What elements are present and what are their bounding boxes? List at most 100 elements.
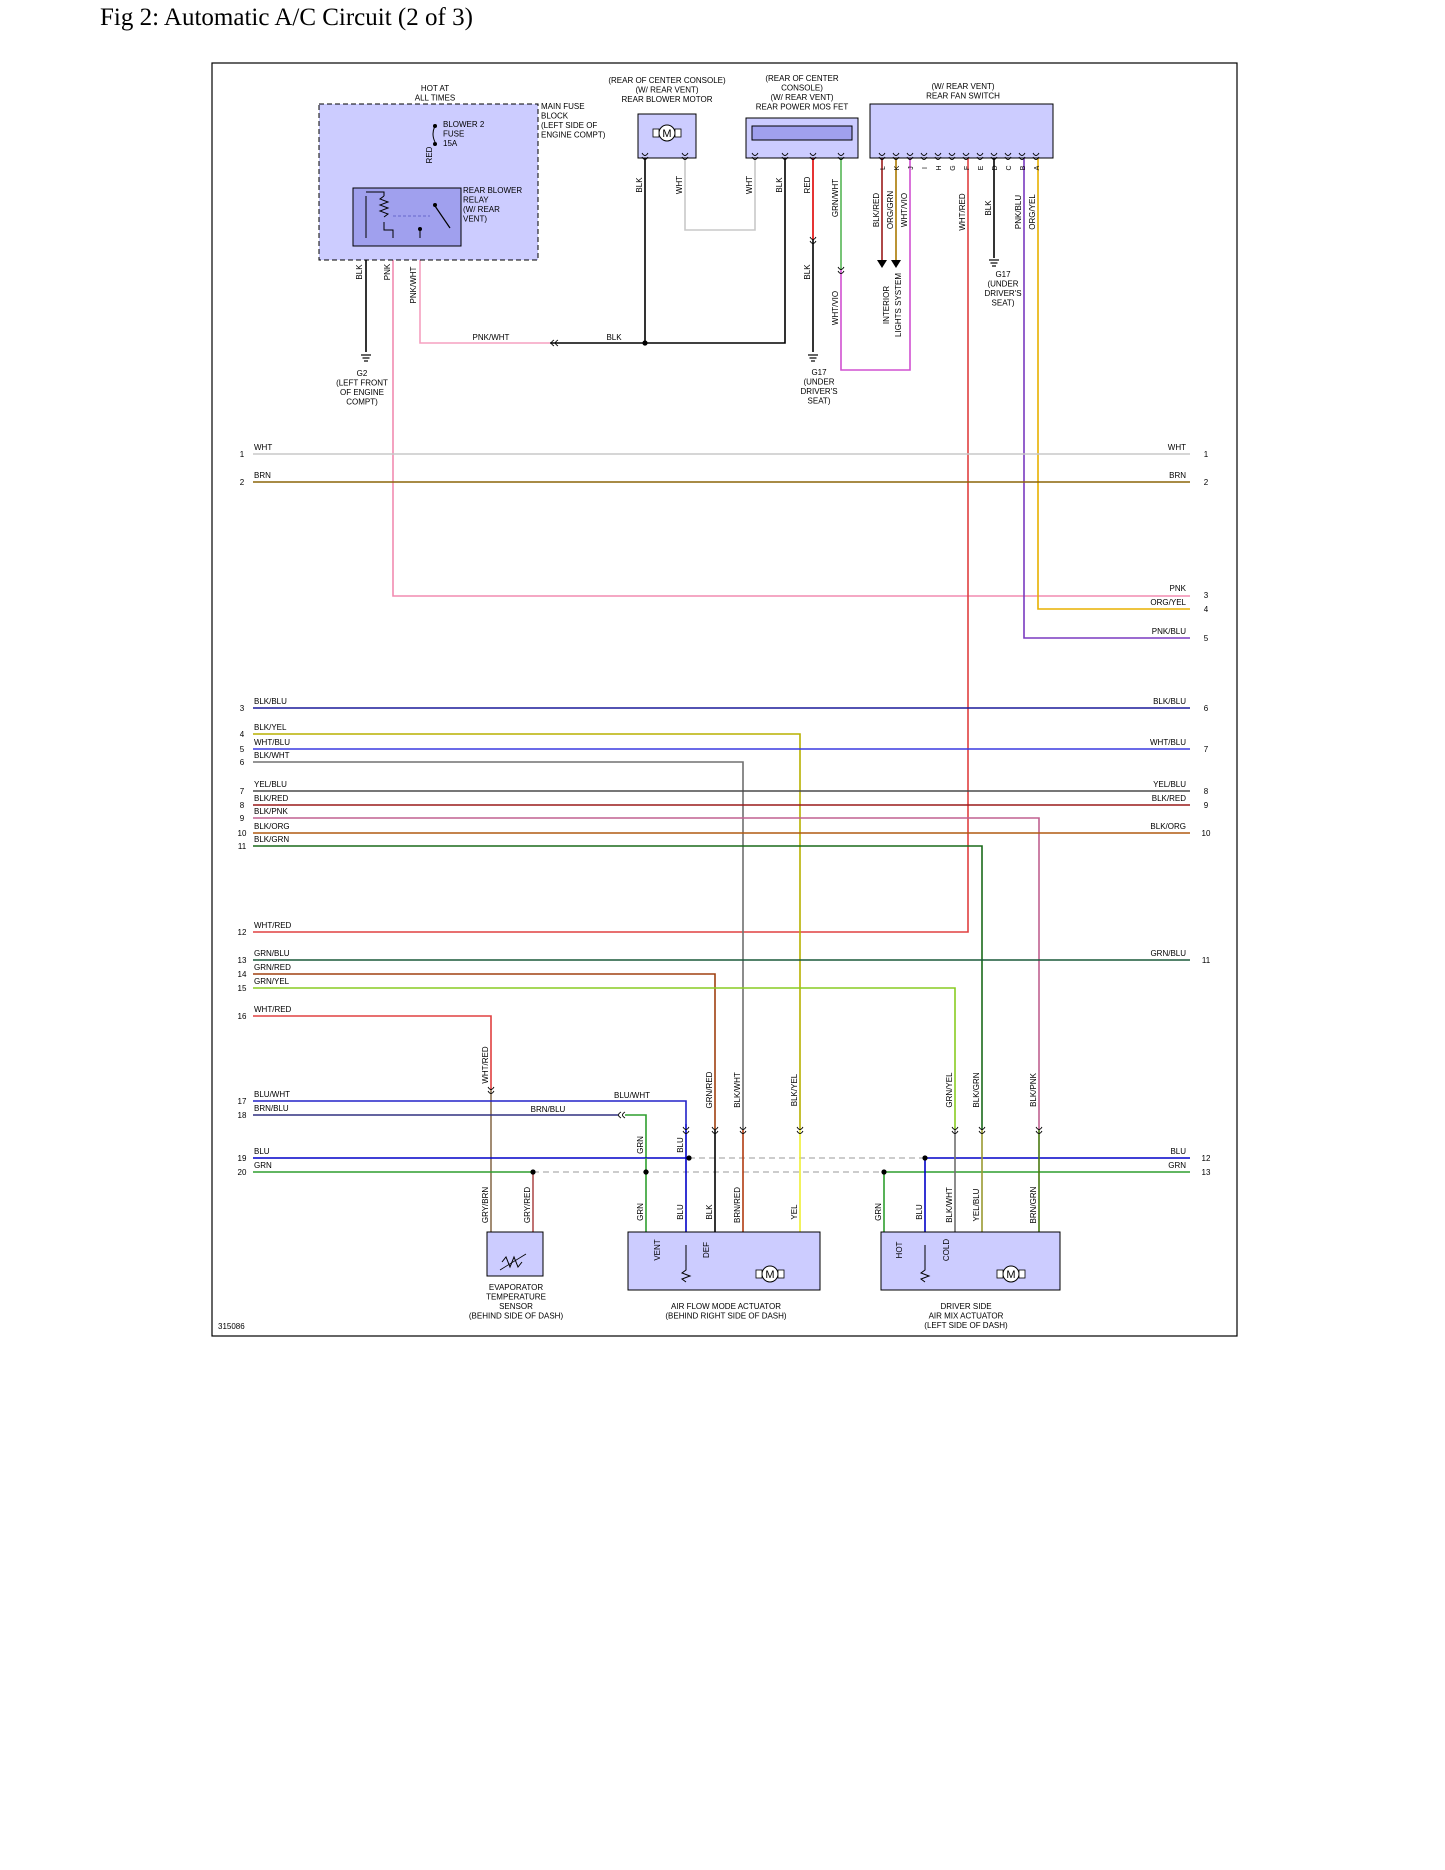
- thermistor-icon: [501, 1255, 523, 1269]
- wire-label: BLK: [705, 1204, 714, 1220]
- connector-icon: [751, 152, 759, 160]
- wire-label: PNK: [383, 263, 392, 280]
- wire-label: YEL/BLU: [972, 1188, 981, 1221]
- wire-label: GRN/YEL: [945, 1072, 954, 1108]
- shield-splice: [530, 1169, 536, 1175]
- right-row-number: 2: [1204, 478, 1209, 487]
- wire-label: WHT/VIO: [900, 193, 909, 227]
- left-row-number: 10: [238, 829, 247, 838]
- left-row-label: GRN/YEL: [254, 977, 290, 986]
- motor-brush-icon: [1018, 1269, 1026, 1279]
- right-row-label: BLU: [1170, 1147, 1186, 1156]
- blk-yel-wire: [253, 733, 801, 1130]
- shield-splice: [881, 1169, 887, 1175]
- wire-label: WHT/RED: [958, 193, 967, 231]
- left-row-number: 6: [240, 758, 245, 767]
- vent-label: VENT: [653, 1239, 662, 1260]
- right-row-number: 4: [1204, 605, 1209, 614]
- wire-label: GRN/RED: [705, 1071, 714, 1108]
- motor-brush-icon: [674, 128, 682, 138]
- wire-label: BLK: [984, 200, 993, 216]
- wire-label: GRY/BRN: [481, 1187, 490, 1224]
- blu-wht-wire: [253, 1100, 687, 1124]
- mos-fet-element: [751, 125, 853, 141]
- right-row-label: PNK: [1170, 584, 1187, 593]
- diagram-frame: [211, 62, 1238, 1337]
- wire-label: PNK/BLU: [1014, 195, 1023, 229]
- left-row-label: BLK/BLU: [254, 697, 287, 706]
- right-row-label: ORG/YEL: [1150, 598, 1186, 607]
- wire-label: BRN/BLU: [531, 1105, 566, 1114]
- left-row-label: BLK/RED: [254, 794, 288, 803]
- rear-fan-switch: [869, 103, 1054, 159]
- left-row-label: BRN: [254, 471, 271, 480]
- wire-label: WHT/RED: [481, 1046, 490, 1084]
- connector-icon: [1018, 152, 1026, 160]
- wire-label: PNK/WHT: [409, 266, 418, 303]
- connector-icon: [962, 152, 970, 160]
- connector-icon: [951, 1126, 959, 1134]
- switch-pin-label: F: [964, 166, 971, 170]
- left-row-label: BLK/ORG: [254, 822, 290, 831]
- wire-label: BLK/YEL: [790, 1073, 799, 1106]
- left-row-label: BRN/BLU: [254, 1104, 289, 1113]
- switch-pin-label: A: [1034, 165, 1041, 170]
- left-row-label: WHT/RED: [254, 921, 292, 930]
- page-title: Fig 2: Automatic A/C Circuit (2 of 3): [100, 4, 473, 31]
- connector-icon: [976, 152, 984, 160]
- connector-icon: [1035, 1126, 1043, 1134]
- hot-label: HOT: [895, 1241, 904, 1258]
- wire-label: BRN/GRN: [1029, 1186, 1038, 1223]
- connector-icon: [978, 1126, 986, 1134]
- left-row-label: GRN/RED: [254, 963, 291, 972]
- right-row-number: 12: [1202, 1154, 1211, 1163]
- arrow-icon: [891, 260, 901, 268]
- relay-inner-wire: [366, 191, 385, 196]
- wire-label: ORG/GRN: [886, 191, 895, 229]
- wire-label: WHT: [745, 176, 754, 194]
- switch-pin-label: G: [950, 165, 957, 170]
- wire-label: PNK/WHT: [473, 333, 510, 342]
- left-row-number: 9: [240, 814, 245, 823]
- rear-blower-relay: [352, 187, 462, 247]
- connector-icon: [1032, 152, 1040, 160]
- right-row-label: WHT: [1168, 443, 1186, 452]
- left-row-label: BLK/GRN: [254, 835, 289, 844]
- air-flow-actuator-label: AIR FLOW MODE ACTUATOR(BEHIND RIGHT SIDE…: [665, 1302, 787, 1321]
- wire-label: BLK/PNK: [1029, 1072, 1038, 1106]
- motor-brush-icon: [777, 1269, 785, 1279]
- left-row-label: WHT/RED: [254, 1005, 292, 1014]
- left-row-label: BLK/YEL: [254, 723, 287, 732]
- wire-label: BLU/WHT: [614, 1091, 650, 1100]
- right-row-number: 9: [1204, 801, 1209, 810]
- fuse-terminal: [433, 142, 437, 146]
- relay-inner-wire: [383, 222, 394, 238]
- grn-yel-wire: [253, 987, 956, 1130]
- wire-label: BLU: [676, 1204, 685, 1220]
- wire-label: BLK: [635, 177, 644, 193]
- right-row-number: 13: [1202, 1168, 1211, 1177]
- switch-pin-label: E: [978, 165, 985, 170]
- relay-switch-icon: [434, 205, 451, 229]
- left-row-number: 14: [238, 970, 247, 979]
- connector-icon: [711, 1126, 719, 1134]
- left-row-number: 2: [240, 478, 245, 487]
- arrow-icon: [877, 260, 887, 268]
- switch-pin-label: H: [936, 165, 943, 170]
- left-row-number: 7: [240, 787, 245, 796]
- connector-icon: [809, 152, 817, 160]
- left-row-label: BLK/WHT: [254, 751, 290, 760]
- pnk-wht-wire: [419, 238, 550, 344]
- relay-contact: [418, 227, 422, 231]
- right-row-number: 8: [1204, 787, 1209, 796]
- right-row-number: 11: [1202, 956, 1211, 965]
- motor-brush-icon: [652, 128, 660, 138]
- connector-icon: [934, 152, 942, 160]
